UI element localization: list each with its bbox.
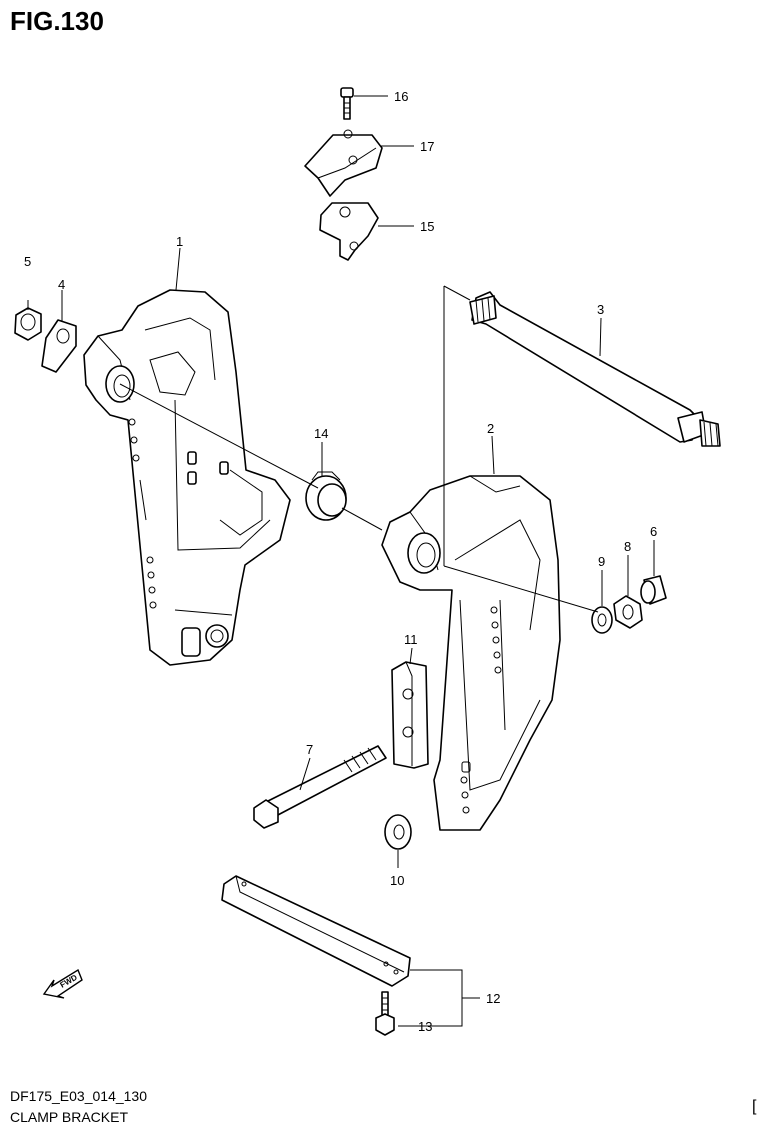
part-7-bolt (253, 745, 387, 829)
part-10-washer (384, 814, 412, 850)
corner-mark: [ (752, 1098, 757, 1115)
fwd-arrow-icon: FWD (42, 968, 83, 999)
part-1-clamp-bracket-left (83, 289, 291, 666)
figure-title: FIG.130 (10, 6, 104, 36)
callout-9: 9 (598, 554, 605, 569)
part-13-screw (375, 991, 395, 1036)
callout-15: 15 (420, 219, 434, 234)
callout-5: 5 (24, 254, 31, 269)
callout-17: 17 (420, 139, 434, 154)
callout-1: 1 (176, 234, 183, 249)
part-6-collar (640, 575, 667, 605)
part-3-shaft (469, 291, 721, 447)
part-8-nut (613, 595, 643, 629)
callout-8: 8 (624, 539, 631, 554)
callout-labels: 1 2 3 4 5 6 7 8 9 10 11 12 13 14 15 16 1… (24, 89, 657, 1034)
callout-10: 10 (390, 873, 404, 888)
part-14-bushing (305, 471, 347, 521)
part-2-clamp-bracket-right (381, 475, 561, 831)
part-16-bolt (340, 87, 354, 120)
callout-6: 6 (650, 524, 657, 539)
figure-name: CLAMP BRACKET (10, 1109, 128, 1125)
leader-lines (175, 95, 655, 1027)
part-9-washer (591, 606, 613, 634)
callout-13: 13 (418, 1019, 432, 1034)
callout-2: 2 (487, 421, 494, 436)
callout-3: 3 (597, 302, 604, 317)
callout-11: 11 (404, 632, 418, 647)
callout-16: 16 (394, 89, 408, 104)
figure-code: DF175_E03_014_130 (10, 1088, 148, 1104)
callout-14: 14 (314, 426, 328, 441)
callout-4: 4 (58, 277, 65, 292)
part-15-plate (319, 202, 379, 261)
callout-7: 7 (306, 742, 313, 757)
callout-12: 12 (486, 991, 500, 1006)
part-4-washer (41, 319, 77, 373)
part-5-nut (14, 307, 42, 341)
part-11-plate (391, 661, 429, 769)
part-12-bar (221, 875, 411, 987)
assembly-lines (27, 285, 599, 613)
part-17-cover-plate (304, 129, 383, 197)
